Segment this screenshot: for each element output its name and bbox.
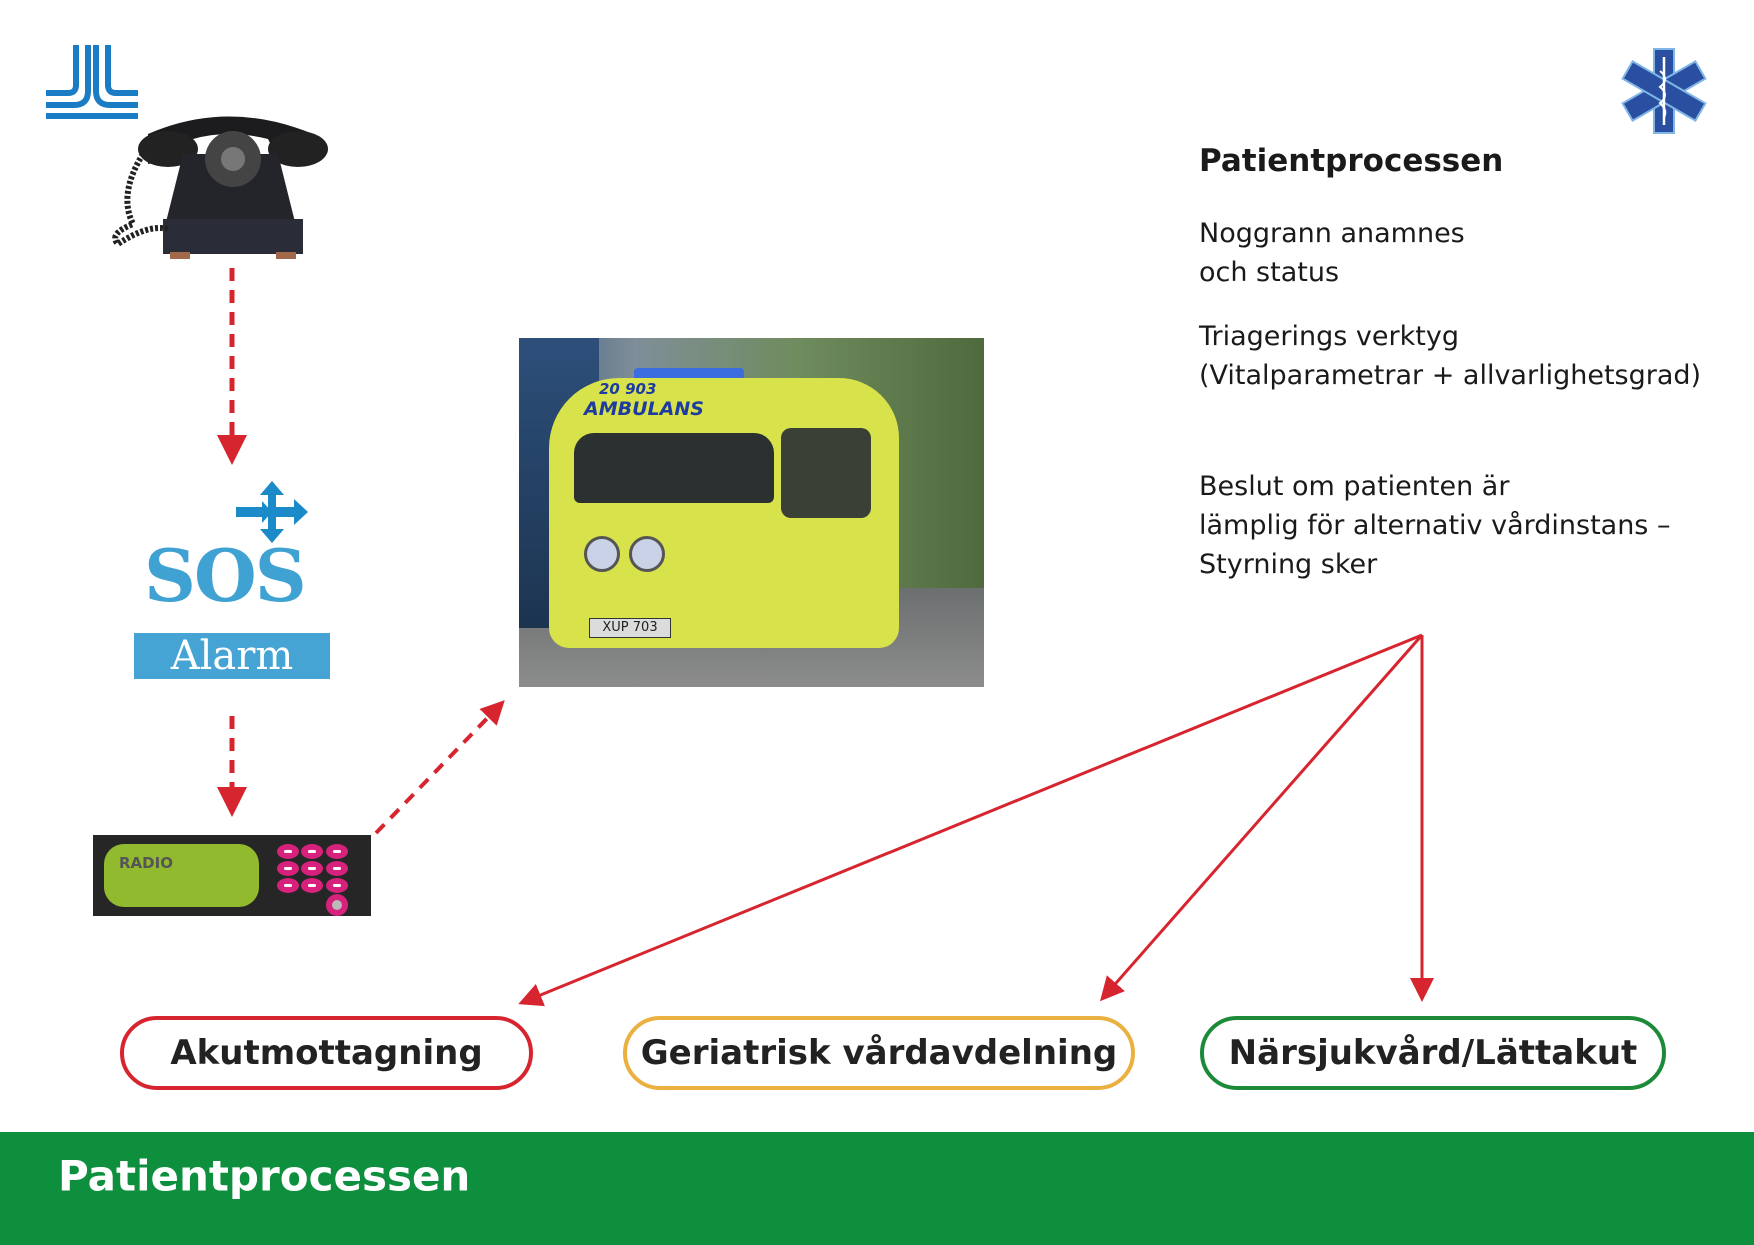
radio-key xyxy=(301,844,323,859)
radio-key xyxy=(301,878,323,893)
sos-alarm-logo: SOS Alarm xyxy=(134,481,330,679)
destination-akutmottagning: Akutmottagning xyxy=(120,1016,533,1090)
arrow-to-geriatrisk xyxy=(1100,634,1424,1002)
radio-key xyxy=(326,844,348,859)
ambulance-label: AMBULANS xyxy=(584,398,704,420)
info-title: Patientprocessen xyxy=(1199,143,1504,179)
footer-title: Patientprocessen xyxy=(58,1151,471,1201)
arrow-to-akutmottagning xyxy=(518,633,1423,1007)
radio-label: RADIO xyxy=(119,854,173,872)
radio-button xyxy=(326,894,348,916)
radio-key xyxy=(277,844,299,859)
sos-text: SOS xyxy=(144,533,307,618)
ambulance-photo: 20 903 AMBULANS XUP 703 xyxy=(519,338,984,687)
telephone-icon xyxy=(112,116,328,259)
radio-key xyxy=(301,861,323,876)
sos-arrows-icon xyxy=(236,481,308,543)
license-plate: XUP 703 xyxy=(589,618,671,638)
radio-key xyxy=(326,878,348,893)
destination-narsjukvard: Närsjukvård/Lättakut xyxy=(1200,1016,1666,1090)
radio-key xyxy=(277,861,299,876)
destination-geriatrisk: Geriatrisk vårdavdelning xyxy=(623,1016,1135,1090)
radio-device: RADIO xyxy=(93,835,371,916)
ambulance-number: 20 903 xyxy=(599,380,657,398)
arrow-radio-to-ambulance xyxy=(374,700,505,835)
info-block-2: Triagerings verktyg(Vitalparametrar + al… xyxy=(1199,321,1702,391)
radio-screen: RADIO xyxy=(104,844,259,907)
star-of-life-icon xyxy=(1621,48,1707,134)
radio-key xyxy=(277,878,299,893)
footer-bar: Patientprocessen xyxy=(0,1132,1754,1245)
radio-key xyxy=(326,861,348,876)
alarm-text: Alarm xyxy=(134,633,330,679)
jll-logo xyxy=(46,45,138,119)
